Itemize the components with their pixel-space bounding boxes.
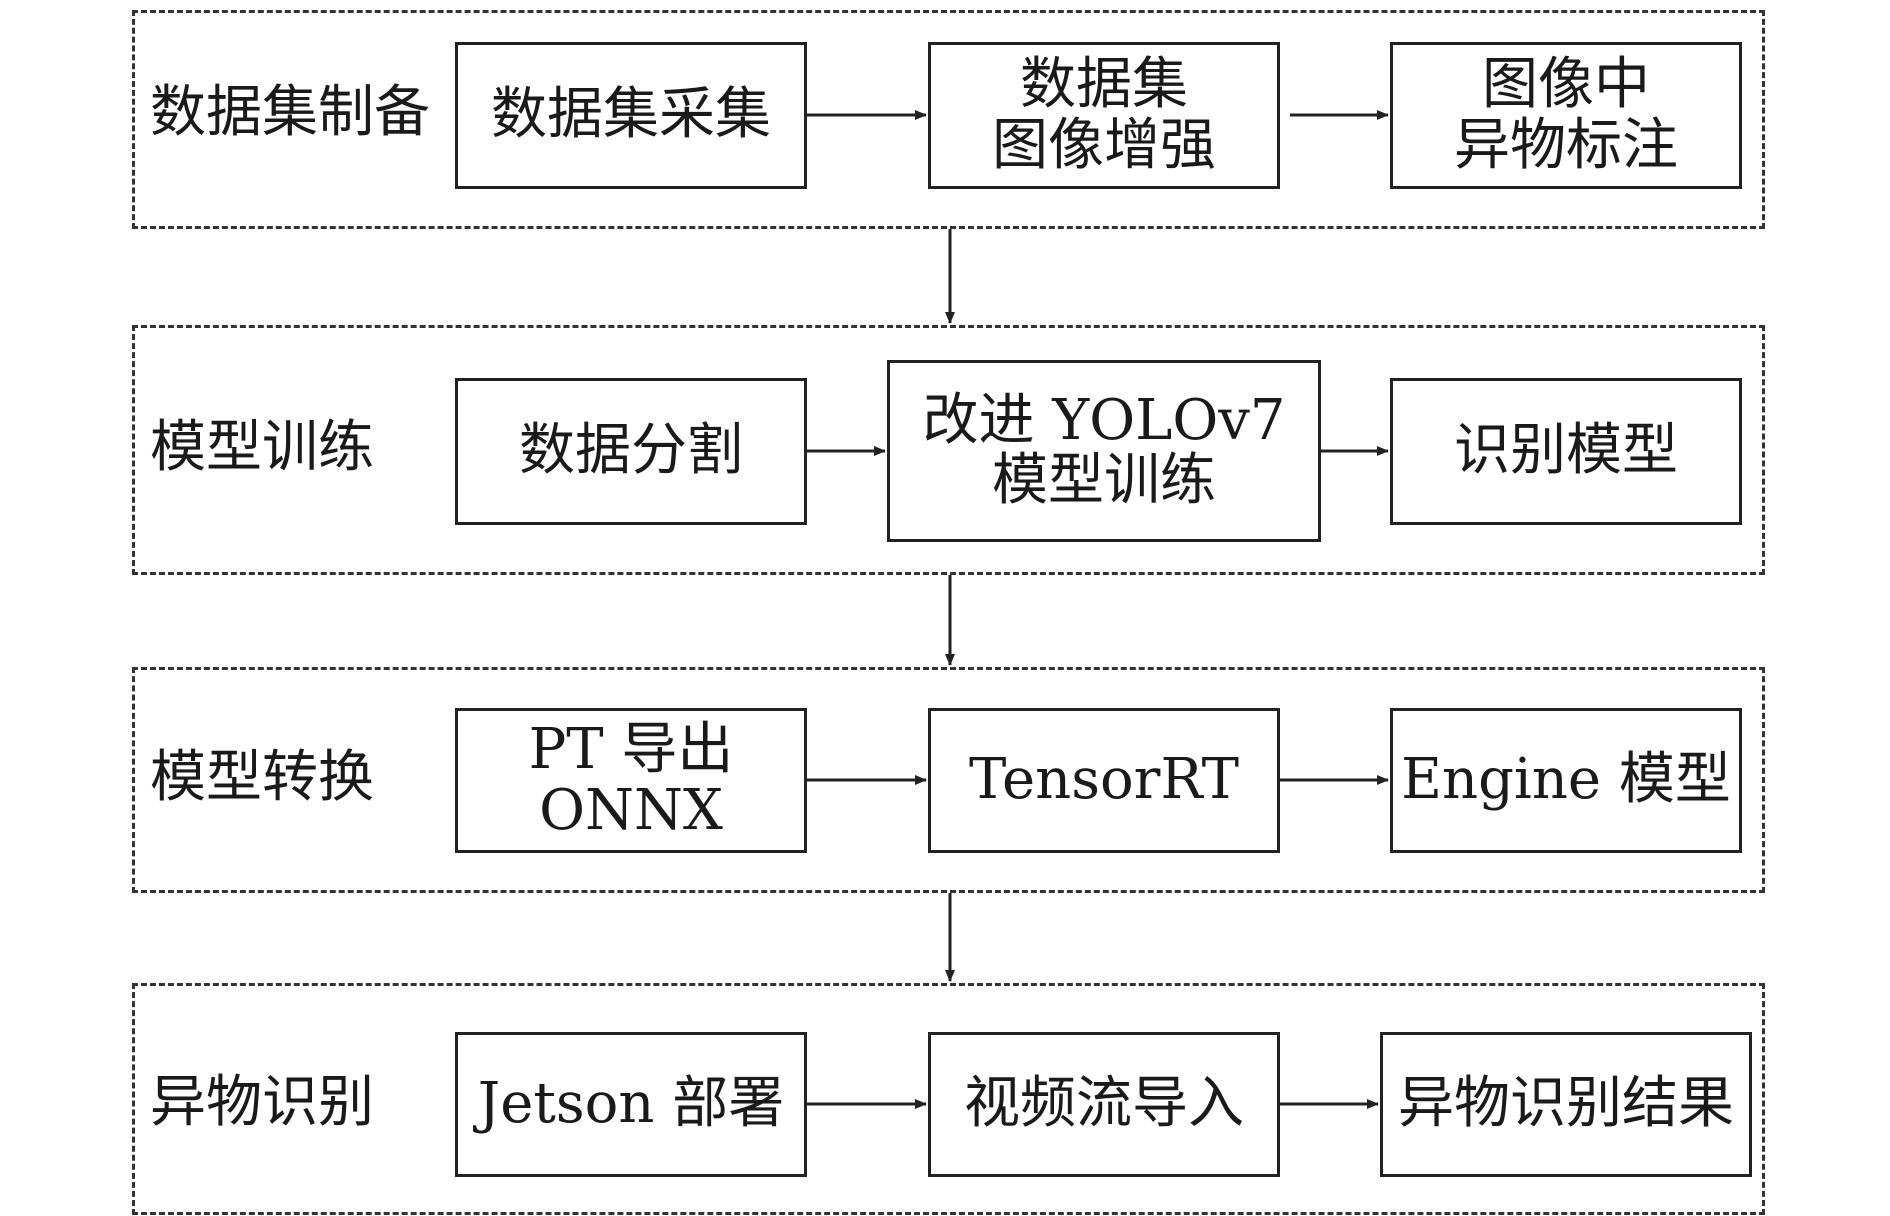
box-recognition-result: 异物识别结果	[1380, 1032, 1752, 1177]
box-engine-model: Engine 模型	[1390, 708, 1742, 853]
stage-label: 数据集制备	[150, 80, 430, 145]
box-dataset-collection: 数据集采集	[455, 42, 807, 189]
stage-model-training	[132, 325, 1765, 575]
box-text: 异物识别结果	[1398, 1071, 1734, 1137]
stage-foreign-object-recognition	[132, 983, 1765, 1215]
stage-dataset-preparation	[132, 10, 1765, 229]
box-text: 改进 YOLOv7	[922, 387, 1286, 453]
box-image-augmentation: 数据集 图像增强	[928, 42, 1280, 189]
box-foreign-object-annotation: 图像中 异物标注	[1390, 42, 1742, 189]
box-text: 图像中	[1482, 52, 1650, 118]
box-text: 异物标注	[1454, 112, 1678, 178]
box-text: PT 导出	[528, 717, 734, 783]
box-data-split: 数据分割	[455, 378, 807, 525]
box-text: 图像增强	[992, 112, 1216, 178]
box-text: 数据集采集	[491, 82, 771, 148]
box-text: ONNX	[539, 777, 723, 843]
box-jetson-deploy: Jetson 部署	[455, 1032, 807, 1177]
box-tensorrt: TensorRT	[928, 708, 1280, 853]
box-recognition-model: 识别模型	[1390, 378, 1742, 525]
stage-label: 模型转换	[150, 745, 374, 810]
box-text: TensorRT	[969, 747, 1239, 813]
box-text: 数据分割	[519, 418, 743, 484]
box-text: Engine 模型	[1401, 747, 1731, 813]
stage-model-conversion	[132, 667, 1765, 893]
box-pt-to-onnx: PT 导出 ONNX	[455, 708, 807, 853]
stage-label: 模型训练	[150, 415, 374, 480]
box-text: 模型训练	[992, 448, 1216, 513]
box-yolov7-training: 改进 YOLOv7 模型训练	[887, 360, 1321, 542]
box-text: 识别模型	[1454, 418, 1678, 484]
box-video-stream-import: 视频流导入	[928, 1032, 1280, 1177]
stage-label: 异物识别	[150, 1070, 374, 1135]
box-text: Jetson 部署	[477, 1071, 785, 1137]
box-text: 数据集	[1020, 52, 1188, 118]
box-text: 视频流导入	[964, 1071, 1244, 1137]
